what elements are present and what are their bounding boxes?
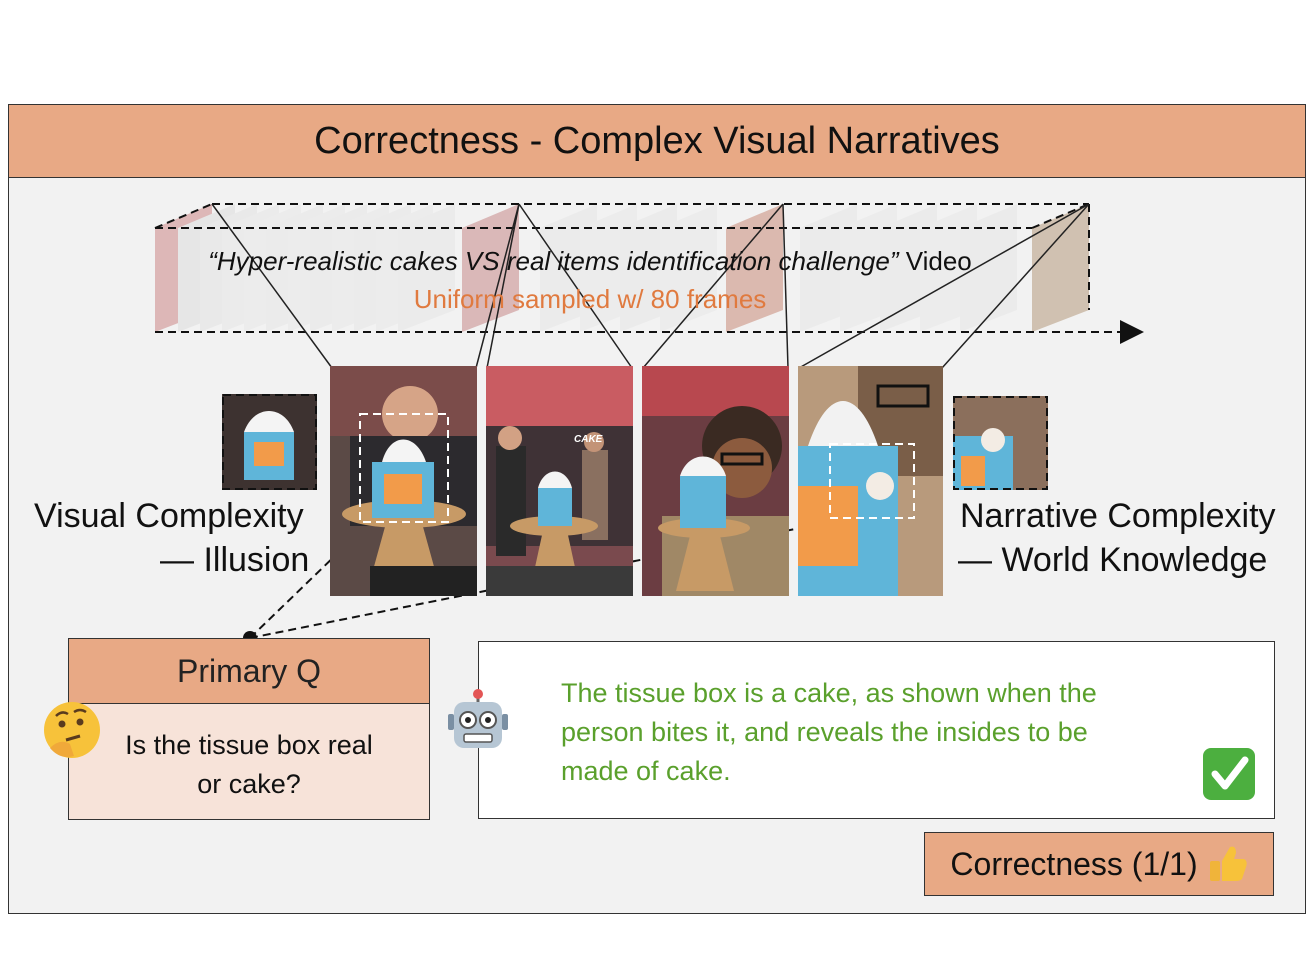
- question-line-1: Is the tissue box real: [125, 730, 373, 760]
- illusion-crop: [222, 394, 317, 490]
- illusion-label: — Illusion: [160, 541, 310, 579]
- video-frame-1: [330, 366, 477, 596]
- video-frame-2: CAKE: [486, 366, 633, 596]
- question-header: Primary Q: [68, 638, 430, 704]
- frame-connectors: [211, 203, 1090, 369]
- thinking-face-icon: [44, 702, 100, 758]
- video-frame-4: [798, 366, 943, 596]
- world-knowledge-label: — World Knowledge: [958, 541, 1268, 579]
- frame-stack: [155, 204, 1089, 332]
- answer-box: The tissue box is a cake, as shown when …: [478, 641, 1275, 819]
- thumbs-up-icon: [1209, 846, 1247, 881]
- frame-slice: [660, 204, 717, 332]
- check-mark-icon: [1203, 748, 1255, 800]
- sampling-note: Uniform sampled w/ 80 frames: [413, 284, 767, 314]
- answer-text: The tissue box is a cake, as shown when …: [561, 678, 1097, 786]
- figure-title: Correctness - Complex Visual Narratives: [8, 104, 1306, 178]
- frame-slice: [1032, 204, 1089, 332]
- question-line-2: or cake?: [197, 769, 301, 799]
- correctness-score: Correctness (1/1): [924, 832, 1274, 896]
- video-frame-3: [642, 366, 789, 596]
- frame-caption: CAKE: [574, 434, 603, 445]
- world-knowledge-crop: [953, 396, 1048, 490]
- robot-icon: [448, 689, 508, 748]
- frame-slice: [726, 204, 783, 332]
- visual-complexity-label: Visual Complexity: [34, 497, 304, 535]
- narrative-complexity-label: Narrative Complexity: [960, 497, 1276, 535]
- score-label: Correctness (1/1): [950, 845, 1198, 882]
- frame-slice: [462, 204, 519, 332]
- video-title: “Hyper-realistic cakes VS real items ide…: [208, 246, 972, 276]
- question-body: Is the tissue box real or cake?: [68, 704, 430, 820]
- frame-slice: [398, 204, 455, 332]
